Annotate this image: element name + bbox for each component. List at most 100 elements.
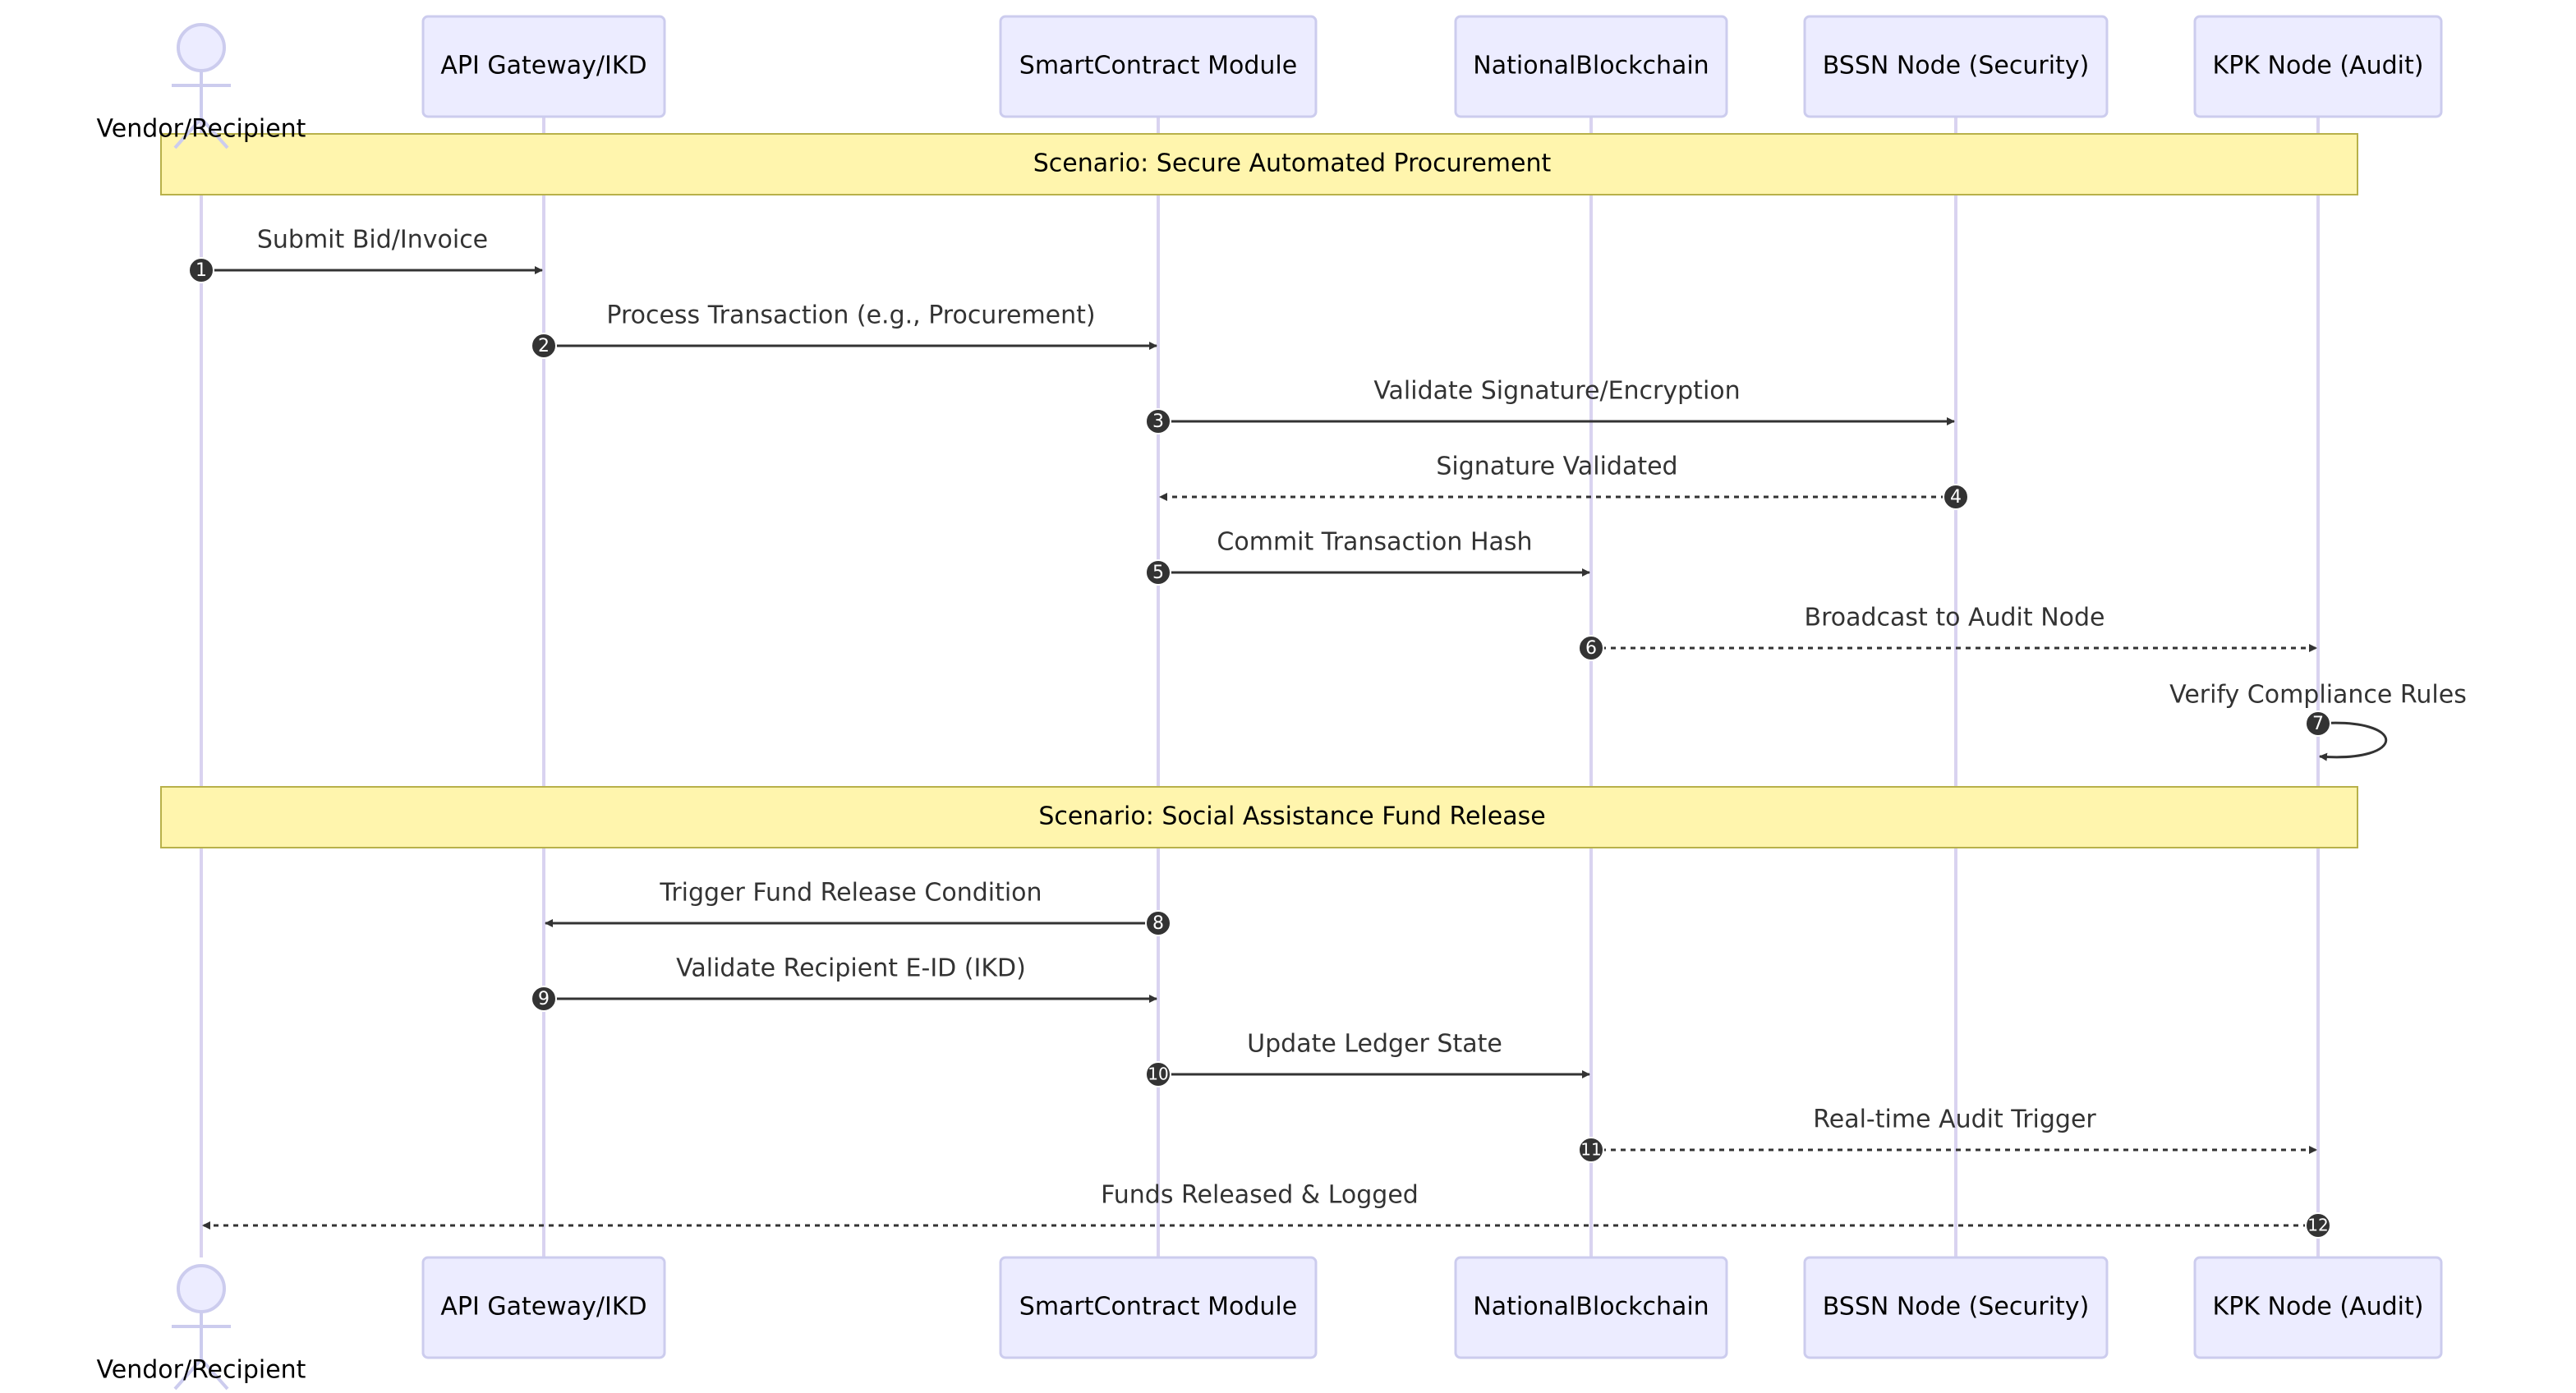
scenario-note-1: Scenario: Secure Automated Procurement xyxy=(160,133,2358,195)
sequence-number: 11 xyxy=(1580,1140,1601,1160)
message-label: Trigger Fund Release Condition xyxy=(659,879,1042,908)
message-self-arrow xyxy=(2317,721,2388,761)
sequence-number: 1 xyxy=(196,260,207,281)
message-label: Commit Transaction Hash xyxy=(1217,528,1532,557)
sequence-number-badge xyxy=(1578,635,1604,661)
participant-chain-bottom: NationalBlockchain xyxy=(1454,1256,1728,1359)
participant-vendor-top: Vendor/Recipient xyxy=(97,23,306,149)
message-2: Process Transaction (e.g., Procurement) 2 xyxy=(531,301,1157,359)
participant-box xyxy=(2193,1256,2443,1359)
participant-chain-top: NationalBlockchain xyxy=(1454,15,1728,118)
participant-label: API Gateway/IKD xyxy=(440,1293,646,1322)
participant-box xyxy=(1454,15,1728,118)
message-label: Verify Compliance Rules xyxy=(2169,681,2467,710)
message-9: Validate Recipient E-ID (IKD) 9 xyxy=(531,954,1157,1012)
participant-box xyxy=(999,1256,1318,1359)
sequence-number: 3 xyxy=(1152,411,1164,432)
message-8: Trigger Fund Release Condition 8 xyxy=(545,879,1171,936)
sequence-number-badge xyxy=(2305,1212,2331,1239)
participant-label: KPK Node (Audit) xyxy=(2213,1293,2424,1322)
participant-label: SmartContract Module xyxy=(1019,52,1297,80)
participant-box xyxy=(421,15,666,118)
notes-layer: Scenario: Secure Automated ProcurementSc… xyxy=(160,133,2358,848)
participant-box xyxy=(1803,1256,2109,1359)
participant-kpk-bottom: KPK Node (Audit) xyxy=(2193,1256,2443,1359)
participant-bssn-bottom: BSSN Node (Security) xyxy=(1803,1256,2109,1359)
sequence-number-badge xyxy=(1578,1137,1604,1163)
actor-leg-left-icon xyxy=(173,117,203,149)
participant-gateway-bottom: API Gateway/IKD xyxy=(421,1256,666,1359)
sequence-number-badge xyxy=(1145,1061,1171,1087)
sequence-number: 6 xyxy=(1585,638,1597,659)
note-label: Scenario: Secure Automated Procurement xyxy=(1033,149,1552,178)
participant-box xyxy=(2193,15,2443,118)
message-label: Signature Validated xyxy=(1436,453,1677,481)
participant-label: BSSN Node (Security) xyxy=(1823,1293,2090,1322)
message-label: Submit Bid/Invoice xyxy=(257,226,488,255)
message-label: Funds Released & Logged xyxy=(1101,1181,1419,1210)
sequence-number-badge xyxy=(1943,484,1969,510)
sequence-number-badge xyxy=(1145,910,1171,936)
actor-head-icon xyxy=(177,23,226,72)
message-10: Update Ledger State 10 xyxy=(1145,1030,1590,1087)
sequence-number: 5 xyxy=(1152,563,1164,583)
sequence-number: 12 xyxy=(2307,1216,2328,1235)
sequence-number: 4 xyxy=(1950,487,1962,508)
participant-bssn-top: BSSN Node (Security) xyxy=(1803,15,2109,118)
sequence-number: 10 xyxy=(1148,1064,1168,1084)
sequence-number-badge xyxy=(1145,408,1171,434)
message-label: Validate Signature/Encryption xyxy=(1373,377,1740,406)
participant-label: KPK Node (Audit) xyxy=(2213,52,2424,80)
message-3: Validate Signature/Encryption 3 xyxy=(1145,377,1955,434)
message-7: Verify Compliance Rules 7 xyxy=(2169,681,2467,761)
participant-vendor-bottom: Vendor/Recipient xyxy=(97,1264,306,1391)
actor-leg-right-icon xyxy=(200,1358,229,1391)
message-4: Signature Validated 4 xyxy=(1159,453,1969,510)
participant-gateway-top: API Gateway/IKD xyxy=(421,15,666,118)
lifelines-layer xyxy=(200,117,2320,1257)
participant-box xyxy=(421,1256,666,1359)
participant-label: API Gateway/IKD xyxy=(440,52,646,80)
message-label: Broadcast to Audit Node xyxy=(1804,604,2104,632)
actor-leg-left-icon xyxy=(173,1358,203,1391)
participant-label: NationalBlockchain xyxy=(1473,52,1709,80)
message-6: Broadcast to Audit Node 6 xyxy=(1578,604,2317,661)
note-box xyxy=(160,133,2358,195)
sequence-number-badge xyxy=(531,986,557,1012)
message-11: Real-time Audit Trigger 11 xyxy=(1578,1106,2317,1163)
sequence-number-badge xyxy=(1145,559,1171,586)
note-box xyxy=(160,786,2358,848)
participant-box xyxy=(1454,1256,1728,1359)
message-1: Submit Bid/Invoice 1 xyxy=(188,226,543,283)
participant-smart-bottom: SmartContract Module xyxy=(999,1256,1318,1359)
message-label: Update Ledger State xyxy=(1247,1030,1502,1059)
sequence-number: 2 xyxy=(538,336,550,356)
message-5: Commit Transaction Hash 5 xyxy=(1145,528,1590,586)
participant-label: BSSN Node (Security) xyxy=(1823,52,2090,80)
sequence-number: 9 xyxy=(538,989,550,1009)
message-label: Process Transaction (e.g., Procurement) xyxy=(606,301,1095,330)
participant-label: NationalBlockchain xyxy=(1473,1293,1709,1322)
participant-label: SmartContract Module xyxy=(1019,1293,1297,1322)
participant-box xyxy=(1803,15,2109,118)
participant-smart-top: SmartContract Module xyxy=(999,15,1318,118)
actor-head-icon xyxy=(177,1264,226,1313)
scenario-note-2: Scenario: Social Assistance Fund Release xyxy=(160,786,2358,848)
sequence-number-badge xyxy=(531,333,557,359)
participant-label: Vendor/Recipient xyxy=(97,1356,306,1385)
sequence-number: 8 xyxy=(1152,913,1164,934)
sequence-number-badge xyxy=(2305,710,2331,737)
sequence-number: 7 xyxy=(2312,714,2324,734)
sequence-number-badge xyxy=(188,257,214,283)
participant-box xyxy=(999,15,1318,118)
participant-label: Vendor/Recipient xyxy=(97,115,306,144)
message-label: Validate Recipient E-ID (IKD) xyxy=(676,954,1026,983)
participant-kpk-top: KPK Node (Audit) xyxy=(2193,15,2443,118)
message-label: Real-time Audit Trigger xyxy=(1813,1106,2096,1134)
message-12: Funds Released & Logged 12 xyxy=(202,1181,2331,1239)
actor-leg-right-icon xyxy=(200,117,229,149)
